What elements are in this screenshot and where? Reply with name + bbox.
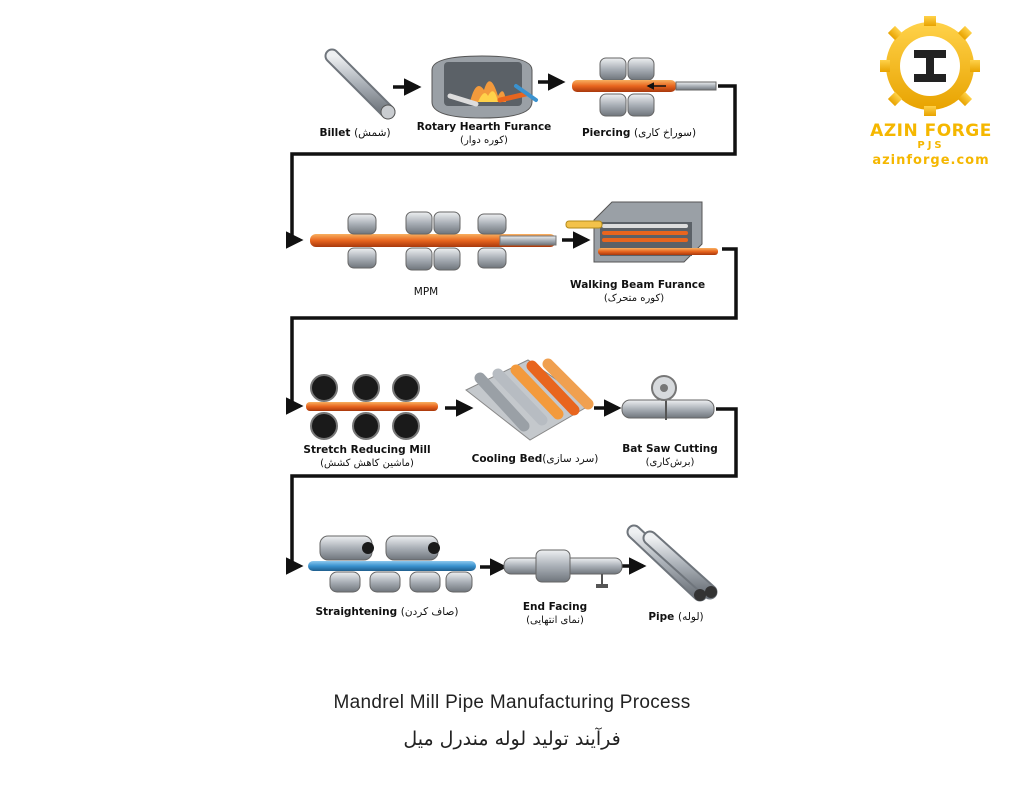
step-en: Walking Beam Furance (570, 279, 706, 291)
step-fa: (کوره متحرک) (603, 293, 665, 304)
diagram-title-en: Mandrel Mill Pipe Manufacturing Process (333, 692, 691, 713)
step-label-billet: Billet (شمش) (300, 127, 410, 140)
step-en: Straightening (315, 606, 398, 618)
step-en: End Facing (522, 601, 588, 613)
connector-row1-to-row2 (286, 84, 737, 249)
step-en: Pipe (648, 611, 675, 623)
end-facing-illustration (503, 549, 623, 588)
azin-forge-logo (880, 16, 980, 116)
walking-beam-furnace-illustration (565, 201, 718, 263)
step-label-mpm: MPM (396, 286, 456, 299)
step-label-stretch-reducing: Stretch Reducing Mill (ماشین کاهش کشش) (300, 444, 434, 470)
connector-row3-to-row4 (286, 407, 738, 575)
step-fa: (شمش) (354, 127, 391, 139)
billet-illustration (324, 48, 396, 120)
step-label-walking-beam: Walking Beam Furance (کوره متحرک) (570, 279, 705, 305)
logo-tag-text: PJS (917, 140, 945, 151)
step-fa: (سرد سازی) (542, 453, 599, 465)
step-label-straightening: Straightening (صاف کردن) (312, 606, 462, 619)
logo-tag: PJS (860, 140, 1002, 151)
step-fa: (برش‌کاری) (645, 457, 695, 468)
step-fa: (سوراخ کاری) (634, 127, 697, 139)
step-en: Piercing (581, 127, 631, 139)
logo-url-text: azinforge.com (872, 153, 990, 168)
stretch-reducing-mill-illustration (306, 374, 438, 440)
piercing-illustration (572, 57, 717, 117)
arrows-in-row (393, 73, 647, 576)
step-en: Rotary Hearth Furance (416, 121, 552, 133)
step-fa: (نمای انتهایی) (526, 615, 584, 626)
step-en: Cooling Bed (471, 453, 543, 465)
step-fa: (ماشین کاهش کشش) (320, 458, 414, 469)
logo-brand-name: AZIN FORGE (860, 121, 1002, 141)
rotary-hearth-furnace-illustration (431, 55, 538, 119)
step-label-end-facing: End Facing (نمای انتهایی) (508, 601, 602, 627)
step-en: MPM (413, 286, 439, 298)
step-label-piercing: Piercing (سوراخ کاری) (576, 127, 702, 140)
pipe-illustration (626, 524, 718, 602)
cooling-bed-illustration (465, 358, 594, 441)
logo-url: azinforge.com (860, 153, 1002, 168)
step-label-rotary-hearth: Rotary Hearth Furance (کوره دوار) (416, 121, 552, 147)
mpm-illustration (310, 211, 557, 271)
step-fa: (صاف کردن) (400, 606, 459, 618)
step-en: Billet (319, 127, 351, 139)
straightening-illustration (308, 535, 476, 593)
logo-name: AZIN FORGE (870, 121, 992, 141)
step-label-cooling-bed: Cooling Bed(سرد سازی) (466, 453, 604, 466)
step-fa: (لوله) (677, 611, 704, 623)
diagram-title-fa: فرآیند تولید لوله مندرل میل (403, 728, 621, 750)
step-fa: (کوره دوار) (460, 135, 508, 146)
connector-row2-to-row3 (286, 247, 738, 415)
step-label-pipe: Pipe (لوله) (636, 611, 716, 624)
step-en: Bat Saw Cutting (622, 443, 718, 455)
saw-cutting-illustration (621, 375, 715, 420)
step-label-saw-cutting: Bat Saw Cutting (برش‌کاری) (614, 443, 726, 469)
step-en: Stretch Reducing Mill (303, 444, 431, 456)
